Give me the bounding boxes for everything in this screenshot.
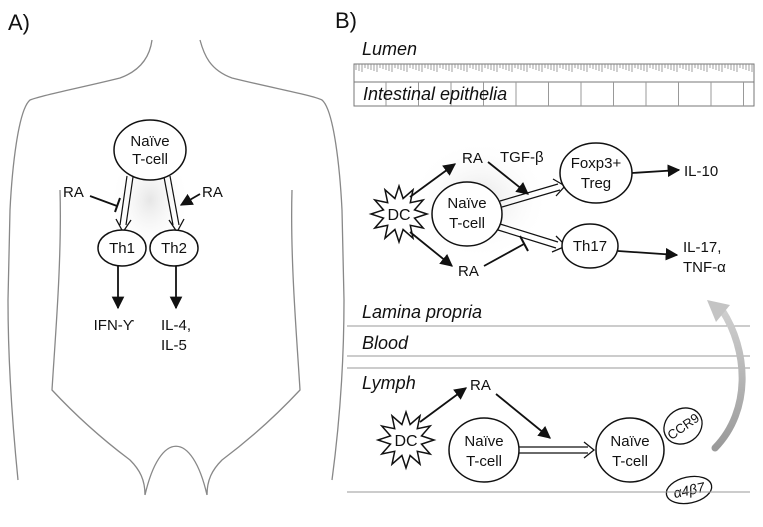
il17-line2: TNF-α <box>683 259 726 276</box>
b-naive-tcell-top <box>431 181 503 247</box>
ra-to-treg-path-arrow <box>487 161 529 195</box>
homing-curved-arrow <box>711 306 746 452</box>
treg-cell <box>559 142 633 204</box>
b-tgf-label: TGF-β <box>500 149 544 166</box>
b-naive-left-line1: Naïve <box>464 433 503 450</box>
ra-inhibit-th17-line <box>483 243 525 267</box>
b-ra-lower: RA <box>458 263 479 280</box>
b-ra-bottom: RA <box>470 377 491 394</box>
dc-to-ra-lower-arrow <box>409 231 453 267</box>
dc-top-label: DC <box>387 207 410 224</box>
ra-to-arrow-bottom <box>495 393 551 439</box>
a4b7-receptor <box>665 475 713 505</box>
b-naive-top-line1: Naïve <box>447 195 486 212</box>
b-naive-top-line2: T-cell <box>449 215 485 232</box>
a-ra-activate-arrow <box>179 193 201 206</box>
epithelia-band <box>353 63 755 107</box>
homing-arrow-head <box>707 300 730 322</box>
treg-to-il10-arrow <box>631 164 681 178</box>
dc-star-bottom <box>375 409 437 471</box>
lymph-label: Lymph <box>362 373 416 393</box>
dc-to-ra-bottom-arrow <box>419 387 468 423</box>
a-th1-label: Th1 <box>109 240 135 257</box>
epithelia-label: Intestinal epithelia <box>363 84 507 104</box>
a-naive-line2: T-cell <box>132 151 168 168</box>
lumen-label: Lumen <box>362 39 417 59</box>
open-arrow-lymph <box>519 441 596 459</box>
a-th2-cell <box>149 229 199 267</box>
a-il5-label: IL-5 <box>161 337 187 354</box>
dc-to-ra-upper-arrow <box>409 163 457 198</box>
a-naive-line1: Naïve <box>130 133 169 150</box>
b-naive-right-line2: T-cell <box>612 453 648 470</box>
a4b7-label: α4β7 <box>672 479 707 501</box>
ccr9-receptor <box>663 407 703 445</box>
dc-star-top <box>368 183 430 245</box>
panel-b: B) Lumen Intestinal epithelia DC Naïve T… <box>335 8 755 505</box>
body-silhouette <box>7 39 345 496</box>
a-ra-left: RA <box>63 184 84 201</box>
blood-label: Blood <box>362 333 409 353</box>
lamina-propria-label: Lamina propria <box>362 302 482 322</box>
a-ra-inhibit-line <box>89 195 118 207</box>
b-naive-tcell-left <box>448 417 520 483</box>
il10-label: IL-10 <box>684 163 718 180</box>
a-ifn-label: IFN-ϒ <box>94 317 135 334</box>
b-ra-upper: RA <box>462 150 483 167</box>
b-naive-left-line2: T-cell <box>466 453 502 470</box>
ra-inhibit-th17-bar <box>519 235 529 252</box>
treg-line2: Treg <box>581 175 611 192</box>
panel-a: A) Naïve T-cell RA RA Th1 Th2 <box>7 10 345 496</box>
a-th1-cell <box>97 229 147 267</box>
panel-a-label: A) <box>8 10 30 35</box>
b-naive-right-line1: Naïve <box>610 433 649 450</box>
panel-b-label: B) <box>335 8 357 33</box>
il17-line1: IL-17, <box>683 239 721 256</box>
th17-to-il17-arrow <box>617 247 679 261</box>
a-naive-tcell <box>113 119 187 181</box>
a-ra-right: RA <box>202 184 223 201</box>
dc-bottom-label: DC <box>394 433 417 450</box>
a-il4-label: IL-4, <box>161 317 191 334</box>
th17-cell <box>561 223 619 269</box>
th17-label: Th17 <box>573 238 607 255</box>
b-naive-tcell-right <box>595 417 665 483</box>
treg-line1: Foxp3+ <box>571 155 622 172</box>
a-th2-label: Th2 <box>161 240 187 257</box>
a-ra-inhibit-bar <box>114 197 121 213</box>
